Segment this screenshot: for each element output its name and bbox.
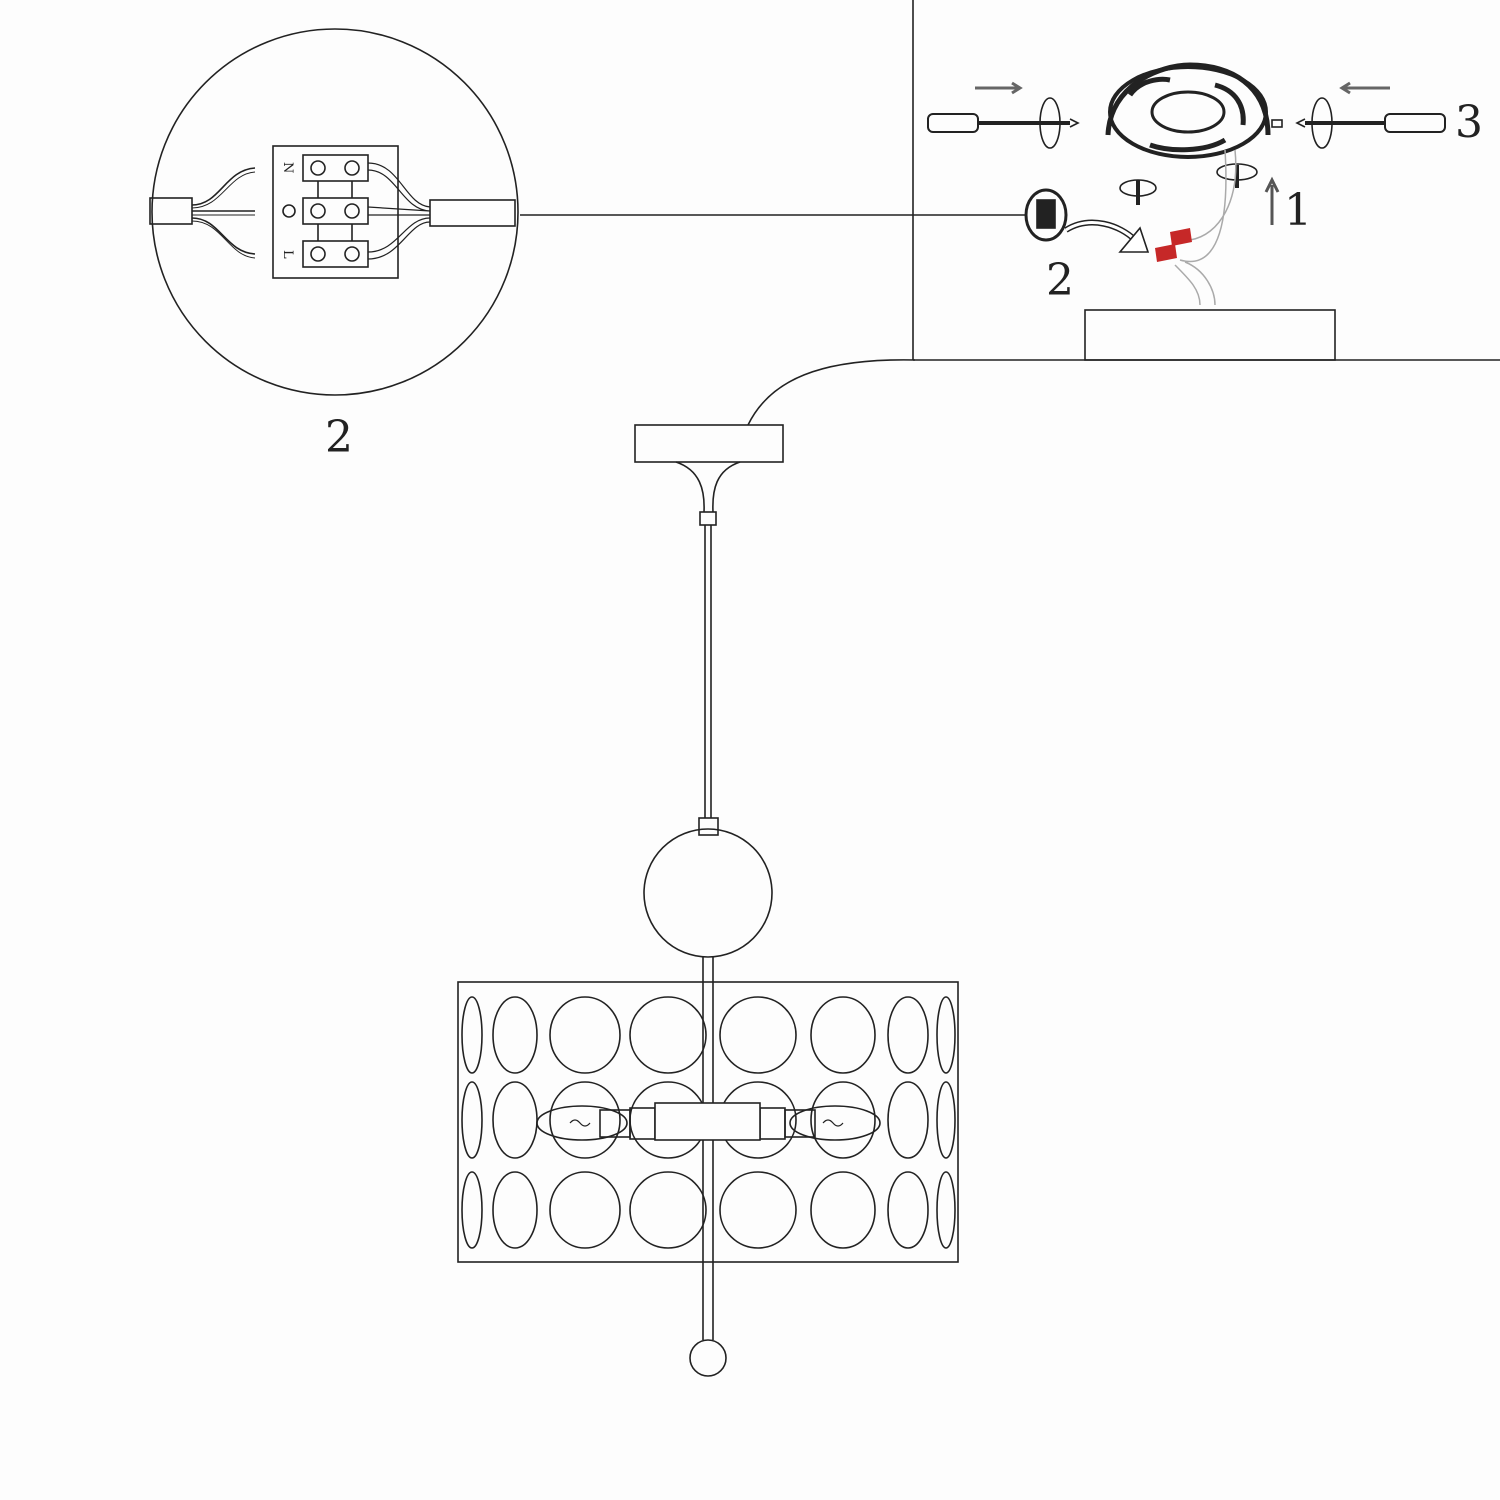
shade-cutout [719,996,797,1074]
shade-cutout [887,996,929,1074]
shade-cutout [936,1171,956,1249]
wire-connectors [1024,149,1237,306]
decorative-ball [643,828,773,958]
shade-cutout [936,996,956,1074]
lamp-shade [457,981,959,1263]
step-label-3: 3 [1455,97,1483,148]
terminal-rows [282,154,369,268]
pendant-lamp [457,424,959,1377]
shade-cutout [461,1081,483,1159]
canopy [634,424,784,463]
shade-cutout [492,996,538,1074]
terminal-label-n: N [280,162,295,173]
shade-cutout [629,1171,707,1249]
bulb-assembly [536,1102,881,1141]
shade-cutout [887,1171,929,1249]
shade-cutout [492,1171,538,1249]
junction-box [1084,309,1336,361]
ceiling [747,0,1500,426]
terminal-block [272,145,399,279]
screwdriver-right-icon [1271,81,1446,149]
shade-cutout [629,996,707,1074]
shade-cutout [461,996,483,1074]
screw-icons [1119,163,1280,225]
shade-cutout [810,996,876,1074]
shade-cutout [936,1081,956,1159]
wiring-detail-circle: N L [149,28,1025,396]
shade-cutout [461,1171,483,1249]
bottom-finial [689,1339,727,1377]
shade-cutout [549,1171,621,1249]
shade-cutout [719,1171,797,1249]
shade-cutout [810,1171,876,1249]
terminal-label-l: L [280,250,295,259]
shade-cutout [887,1081,929,1159]
shade-cutout [549,1081,621,1159]
step-label-2: 2 [1046,255,1074,306]
step-label-detail: 2 [325,412,353,463]
screwdriver-left-icon [927,81,1080,149]
shade-cutout [492,1081,538,1159]
step-label-1: 1 [1284,185,1312,236]
mounting-plate [1105,62,1271,159]
shade-cutout [549,996,621,1074]
shade-cutout [810,1081,876,1159]
shade-cutouts [461,996,956,1249]
